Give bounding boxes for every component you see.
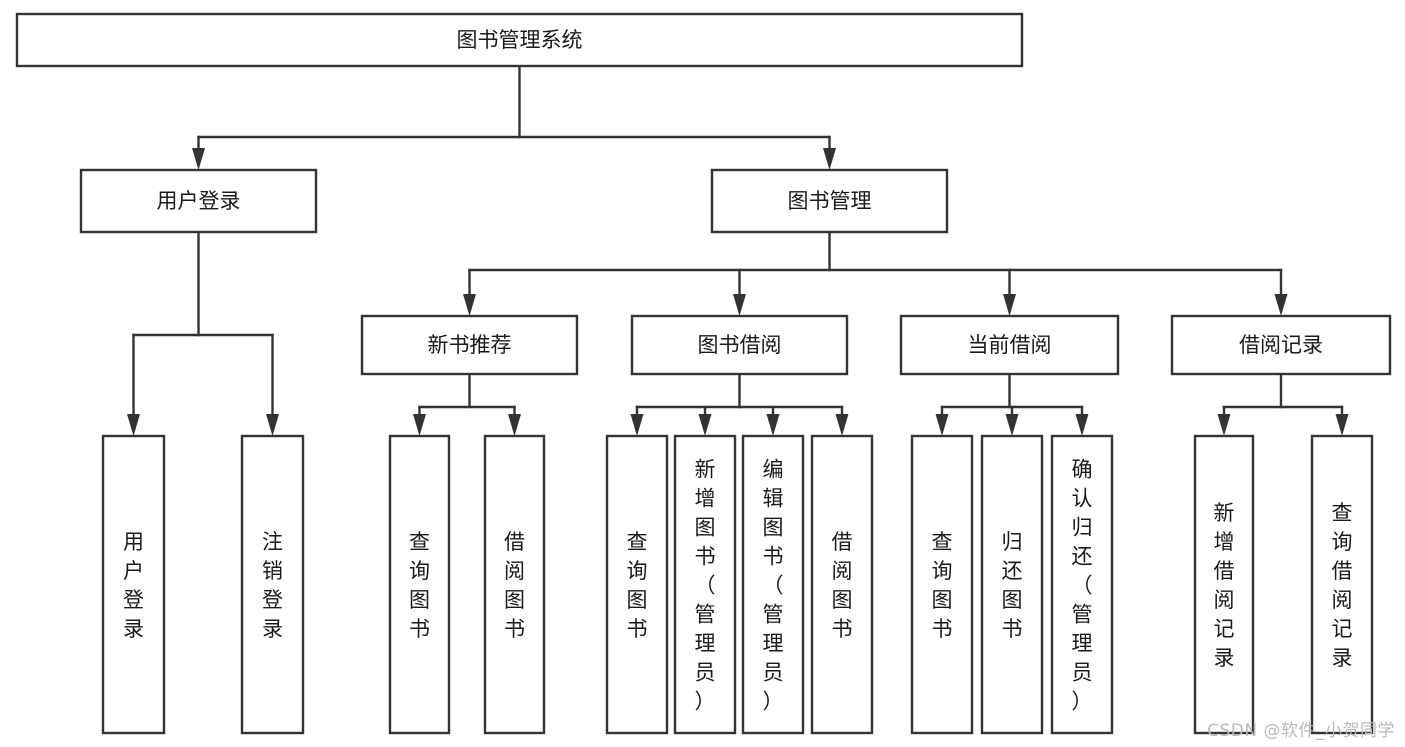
connector-group-new_book_rec [413, 372, 521, 436]
node-label: 借阅图书 [504, 530, 525, 641]
node-leaf-query-record[interactable]: 查询借阅记录 [1310, 434, 1374, 735]
connector-group-user_login [127, 230, 279, 436]
node-leaf-user-login[interactable]: 用户登录 [101, 434, 166, 735]
node-leaf-confirm-return[interactable]: 确认归还（管理员） [1050, 434, 1114, 735]
arrow-head-icon [508, 414, 521, 436]
node-leaf-logout[interactable]: 注销登录 [240, 434, 305, 735]
node-box[interactable] [910, 434, 974, 735]
watermark-label: CSDN @软件_小贺同学 [1207, 721, 1395, 741]
node-current-borrow[interactable]: 当前借阅 [899, 314, 1120, 376]
nodes-layer: 图书管理系统用户登录图书管理新书推荐图书借阅当前借阅借阅记录用户登录注销登录查询… [15, 12, 1392, 735]
node-book-manage[interactable]: 图书管理 [710, 168, 949, 234]
arrow-head-icon [463, 294, 476, 316]
node-root[interactable]: 图书管理系统 [15, 12, 1024, 68]
node-label: 借阅记录 [1239, 333, 1323, 357]
node-box[interactable] [1310, 434, 1374, 735]
node-user-login[interactable]: 用户登录 [79, 168, 318, 234]
vertical-bracket-glyph: （ [1072, 574, 1093, 598]
node-new-book-rec[interactable]: 新书推荐 [360, 314, 579, 376]
node-box[interactable] [1170, 314, 1392, 376]
node-leaf-query-book-rec[interactable]: 查询图书 [388, 434, 451, 735]
arrow-head-icon [698, 414, 712, 436]
node-box[interactable] [360, 314, 579, 376]
node-box[interactable] [240, 434, 305, 735]
arrow-head-icon [1003, 294, 1016, 316]
node-box[interactable] [899, 314, 1120, 376]
node-leaf-query-book-cur[interactable]: 查询图书 [910, 434, 974, 735]
vertical-bracket-glyph: ） [695, 690, 716, 714]
node-label: 查询图书 [409, 530, 430, 641]
arrow-head-icon [733, 294, 746, 316]
arrow-head-icon [823, 148, 836, 170]
node-box[interactable] [605, 434, 669, 735]
node-label: 查询图书 [627, 530, 648, 641]
vertical-bracket-glyph: ） [763, 690, 784, 714]
node-label: 新书推荐 [428, 333, 512, 357]
node-label: 新增借阅记录 [1214, 501, 1235, 670]
node-label: 确认归还（管理员） [1072, 458, 1093, 714]
node-box[interactable] [673, 434, 737, 735]
arrow-head-icon [1274, 294, 1288, 316]
node-box[interactable] [630, 314, 849, 376]
node-book-borrow[interactable]: 图书借阅 [630, 314, 849, 376]
node-box[interactable] [483, 434, 546, 735]
arrow-head-icon [835, 414, 849, 436]
connectors-layer [127, 64, 1349, 436]
node-leaf-add-record[interactable]: 新增借阅记录 [1193, 434, 1255, 735]
arrow-head-icon [1075, 414, 1089, 436]
node-box[interactable] [15, 12, 1024, 68]
vertical-bracket-glyph: （ [763, 574, 784, 598]
arrow-head-icon [935, 414, 949, 436]
node-box[interactable] [980, 434, 1044, 735]
node-label: 查询借阅记录 [1332, 501, 1353, 670]
node-label: 用户登录 [157, 189, 241, 213]
node-box[interactable] [810, 434, 874, 735]
node-label: 编辑图书（管理员） [763, 458, 784, 714]
arrow-head-icon [1217, 414, 1231, 436]
connector-group-book_manage [463, 230, 1288, 316]
node-leaf-edit-book[interactable]: 编辑图书（管理员） [741, 434, 805, 735]
arrow-head-icon [266, 414, 279, 436]
node-label: 借阅图书 [832, 530, 853, 641]
node-label: 图书管理 [788, 189, 872, 213]
node-borrow-record[interactable]: 借阅记录 [1170, 314, 1392, 376]
node-leaf-query-book[interactable]: 查询图书 [605, 434, 669, 735]
arrow-head-icon [766, 414, 780, 436]
node-box[interactable] [710, 168, 949, 234]
node-leaf-borrow-book-rec[interactable]: 借阅图书 [483, 434, 546, 735]
node-label: 注销登录 [262, 530, 283, 641]
connector-group-borrow_record [1217, 372, 1349, 436]
node-label: 归还图书 [1002, 530, 1023, 641]
connector-group-current_borrow [935, 372, 1089, 436]
node-box[interactable] [79, 168, 318, 234]
vertical-bracket-glyph: （ [695, 574, 716, 598]
arrow-head-icon [1005, 414, 1019, 436]
node-label: 当前借阅 [968, 333, 1052, 357]
node-leaf-return-book[interactable]: 归还图书 [980, 434, 1044, 735]
connector-group-root [192, 64, 836, 170]
node-leaf-add-book[interactable]: 新增图书（管理员） [673, 434, 737, 735]
arrow-head-icon [1335, 414, 1349, 436]
arrow-head-icon [413, 414, 426, 436]
node-label: 新增图书（管理员） [695, 458, 716, 714]
vertical-bracket-glyph: ） [1072, 690, 1093, 714]
arrow-head-icon [630, 414, 644, 436]
node-leaf-borrow-book[interactable]: 借阅图书 [810, 434, 874, 735]
node-label: 图书管理系统 [457, 28, 583, 52]
node-box[interactable] [101, 434, 166, 735]
connector-group-book_borrow [630, 372, 849, 436]
node-label: 用户登录 [123, 530, 144, 641]
node-box[interactable] [1193, 434, 1255, 735]
arrow-head-icon [192, 148, 205, 170]
node-label: 图书借阅 [698, 333, 782, 357]
arrow-head-icon [127, 414, 140, 436]
node-box[interactable] [741, 434, 805, 735]
node-box[interactable] [388, 434, 451, 735]
node-box[interactable] [1050, 434, 1114, 735]
node-label: 查询图书 [932, 530, 953, 641]
